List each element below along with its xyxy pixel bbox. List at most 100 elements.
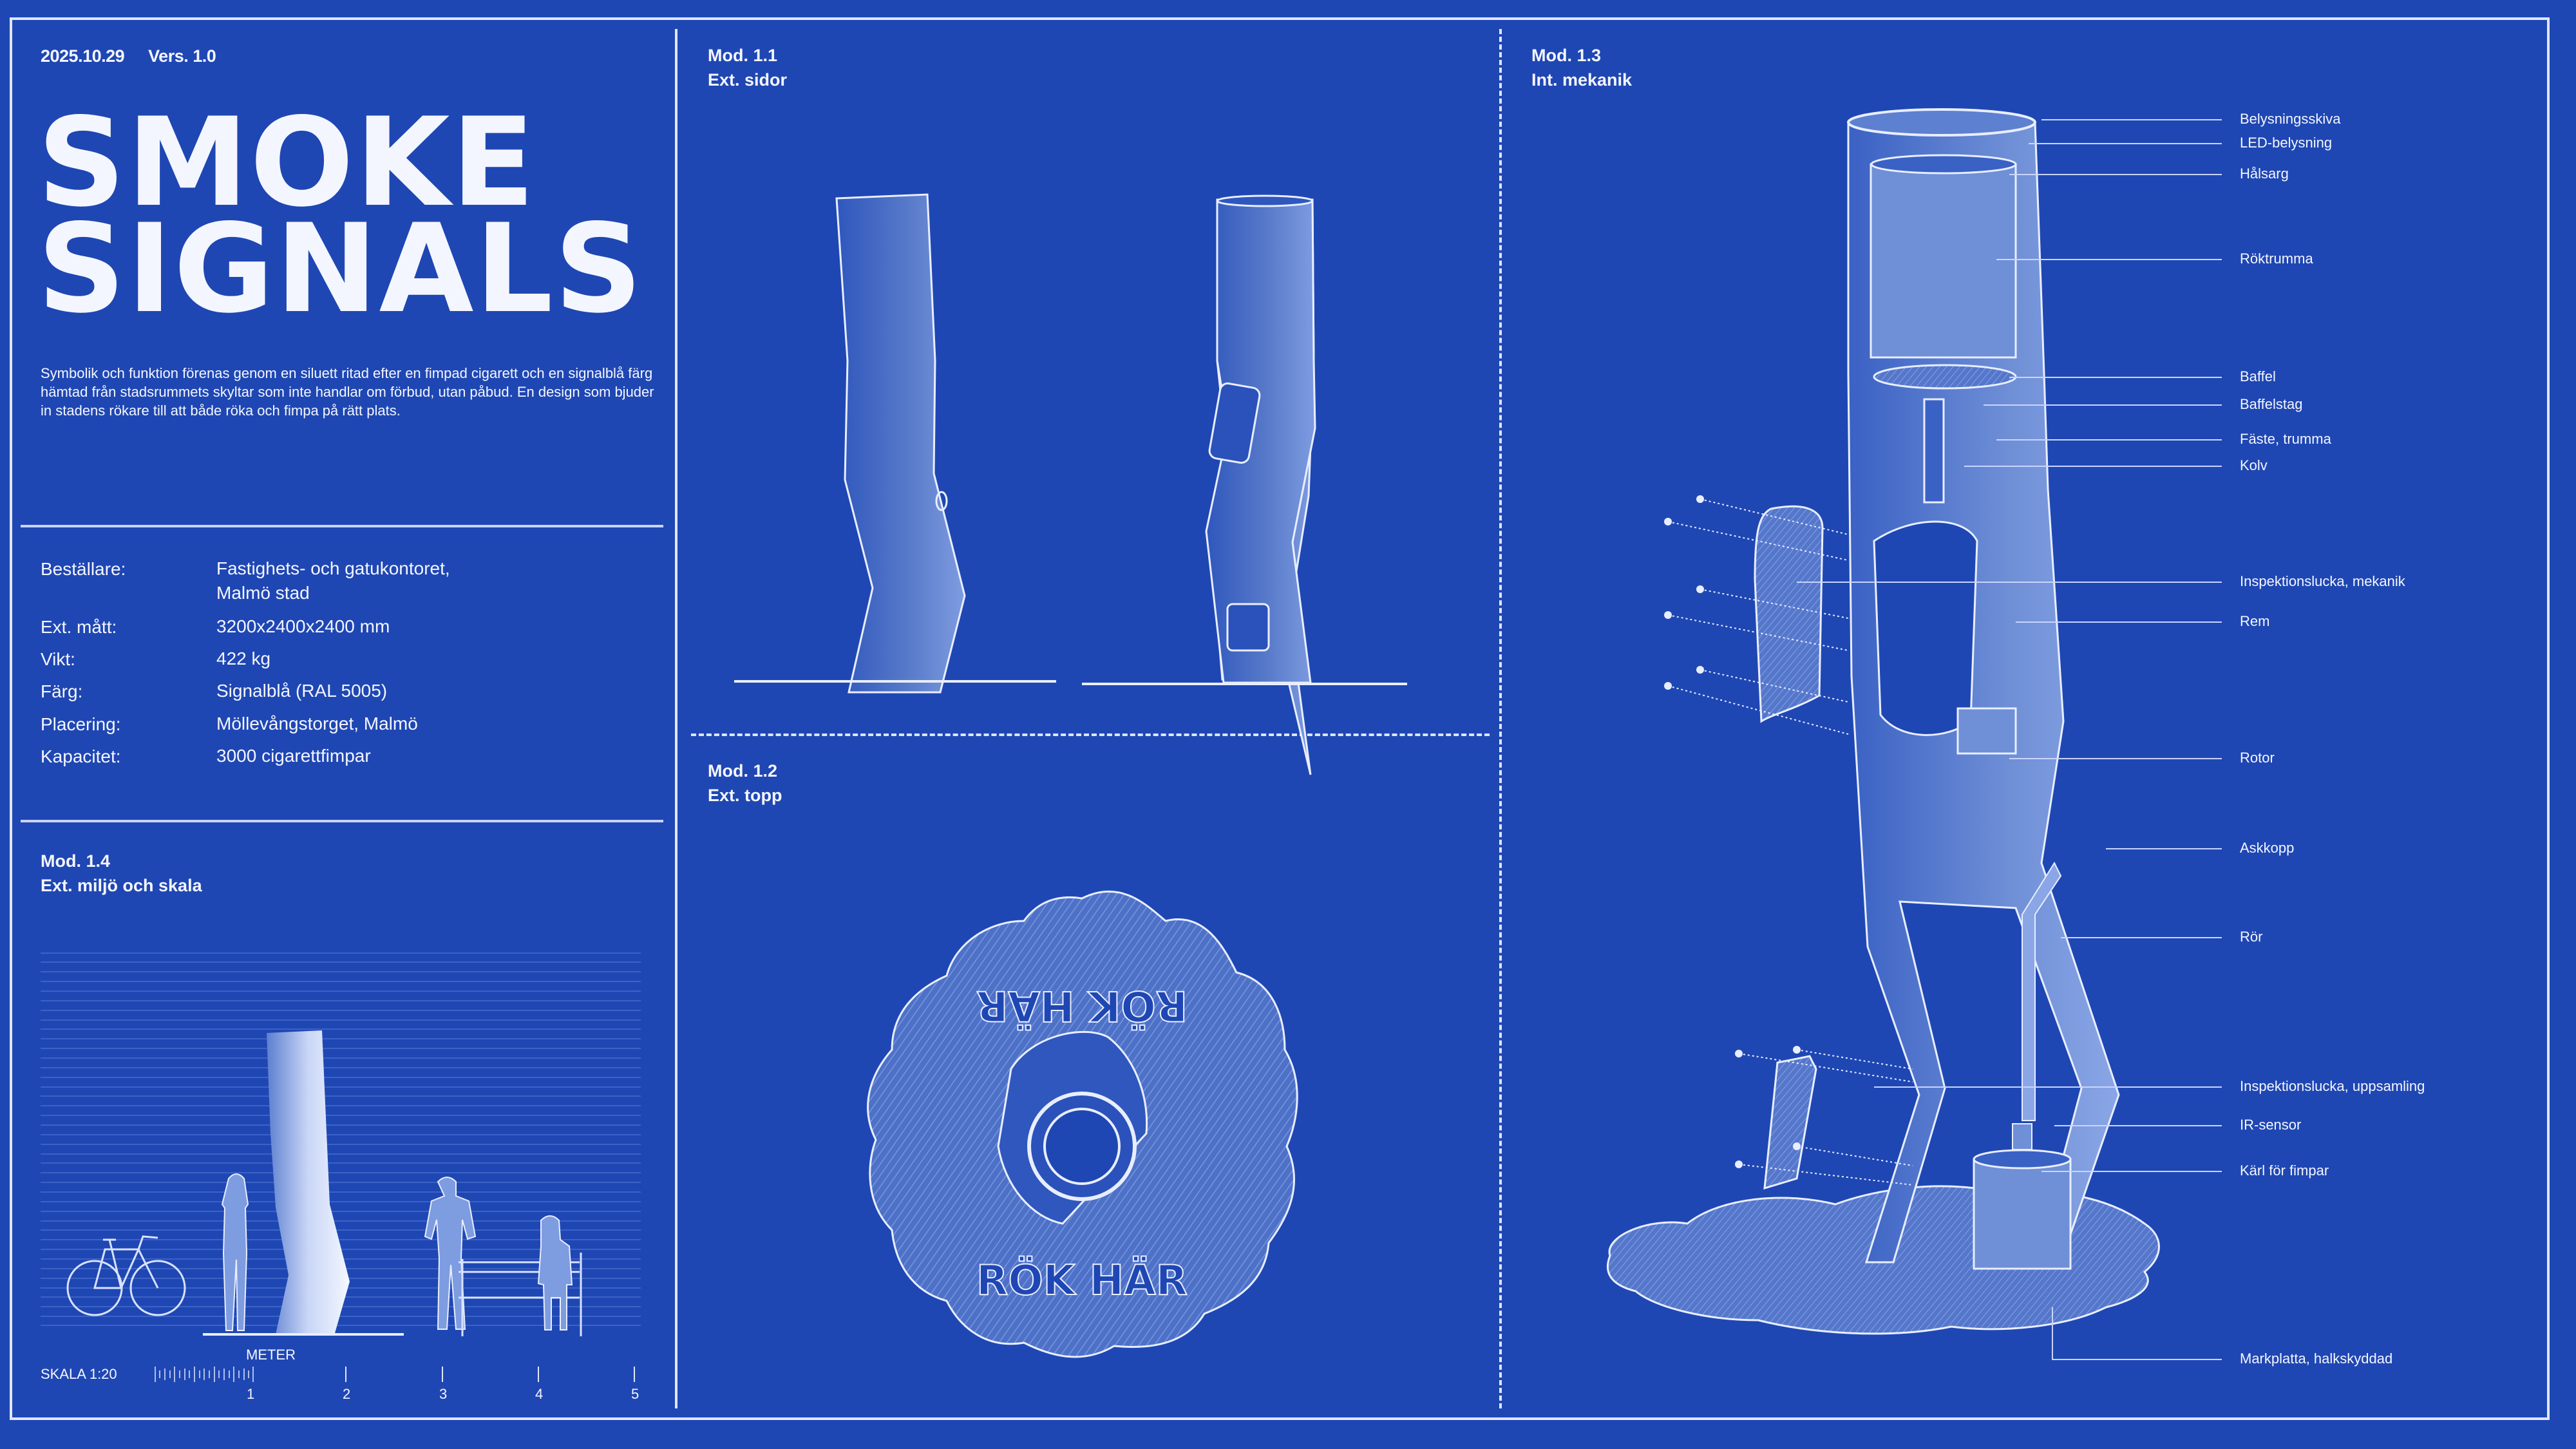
leader-inspektionslucka-mekanik bbox=[1797, 582, 2222, 583]
divider-intro-specs bbox=[21, 525, 663, 527]
spec-value: 3000 cigarettfimpar bbox=[216, 746, 371, 766]
leader-led-belysning bbox=[2029, 143, 2222, 144]
spec-label: Beställare: bbox=[41, 559, 126, 579]
smoke-drum bbox=[1870, 163, 2017, 359]
spec-label: Kapacitet: bbox=[41, 746, 121, 766]
callout-roktrumma: Röktrumma bbox=[2240, 251, 2313, 267]
baffle bbox=[1873, 364, 2017, 390]
rotor bbox=[1956, 707, 2017, 755]
leader-baffelstag bbox=[1984, 404, 2222, 406]
scale-tick-label-2: 2 bbox=[343, 1386, 351, 1402]
leader-markplatta-vertical bbox=[2052, 1307, 2053, 1359]
callout-inspektionslucka-mekanik: Inspektionslucka, mekanik bbox=[2240, 573, 2405, 589]
callout-ir-sensor: IR-sensor bbox=[2240, 1117, 2302, 1133]
leader-rem bbox=[2016, 621, 2222, 623]
column-divider-right bbox=[1499, 29, 1502, 1408]
scale-label: SKALA 1:20 bbox=[41, 1366, 117, 1382]
spec-value: 422 kg bbox=[216, 649, 271, 668]
date-label: 2025.10.29 bbox=[41, 46, 125, 66]
leader-inspektionslucka-uppsamling bbox=[1874, 1086, 2222, 1088]
spec-value-line2: Malmö stad bbox=[216, 583, 310, 603]
scale-unit-label: METER bbox=[246, 1347, 296, 1363]
leader-askkopp bbox=[2106, 848, 2222, 849]
spec-value-line1: Fastighets- och gatukontoret, bbox=[216, 558, 450, 578]
mod12-id: Mod. 1.2 bbox=[708, 761, 778, 781]
leader-ir-sensor bbox=[2054, 1125, 2222, 1126]
mod14-name: Ext. miljö och skala bbox=[41, 876, 202, 895]
mod14-header: Mod. 1.4 Ext. miljö och skala bbox=[41, 849, 202, 898]
leader-rotor bbox=[2009, 758, 2222, 759]
callout-baffel: Baffel bbox=[2240, 368, 2276, 384]
scale-tick-2 bbox=[345, 1367, 346, 1382]
callout-belysningsskiva: Belysningsskiva bbox=[2240, 111, 2341, 127]
scale-bar-minor-ticks bbox=[155, 1367, 254, 1382]
leader-ror bbox=[2061, 937, 2222, 938]
callout-askkopp: Askkopp bbox=[2240, 840, 2295, 856]
title-line-2: SIGNALS bbox=[37, 198, 644, 340]
piston bbox=[1923, 398, 1945, 504]
callout-markplatta: Markplatta, halkskyddad bbox=[2240, 1350, 2393, 1367]
top-view-drawing: RÖK HÄR RÖK HÄR bbox=[867, 890, 1298, 1358]
scale-tick-label-1: 1 bbox=[247, 1386, 255, 1402]
spec-value: 3200x2400x2400 mm bbox=[216, 616, 390, 636]
cigarette-column-silhouette bbox=[267, 1030, 350, 1334]
project-description: Symbolik och funktion förenas genom en s… bbox=[41, 365, 654, 419]
butt-container bbox=[1973, 1158, 2072, 1270]
mod12-name: Ext. topp bbox=[708, 786, 782, 805]
inspection-hatch-lower bbox=[1226, 603, 1270, 652]
internal-mechanics-drawing bbox=[1606, 108, 2160, 1335]
column-top-inner-ring bbox=[1043, 1108, 1121, 1185]
callout-led-belysning: LED-belysning bbox=[2240, 135, 2333, 151]
title-line-1: SMOKE bbox=[37, 91, 536, 234]
spec-label: Placering: bbox=[41, 714, 121, 734]
column-body bbox=[1847, 121, 2120, 1264]
sheet-frame bbox=[10, 17, 2550, 1420]
side-views-drawing bbox=[734, 193, 1407, 775]
scale-tick-label-4: 4 bbox=[535, 1386, 544, 1402]
mod12-header: Mod. 1.2 Ext. topp bbox=[708, 759, 782, 808]
callout-faste-trumma: Fäste, trumma bbox=[2240, 431, 2331, 447]
divider-mod11-mod12 bbox=[691, 734, 1490, 736]
leader-halsarg bbox=[2009, 174, 2222, 175]
callout-baffelstag: Baffelstag bbox=[2240, 396, 2303, 412]
page-title: SMOKE SIGNALS bbox=[37, 91, 644, 340]
engraving-bottom: RÖK HÄR bbox=[976, 1256, 1188, 1305]
scale-tick-4 bbox=[538, 1367, 539, 1382]
spec-value: Möllevångstorget, Malmö bbox=[216, 714, 418, 734]
callout-inspektionslucka-uppsamling: Inspektionslucka, uppsamling bbox=[2240, 1078, 2425, 1094]
mod11-header: Mod. 1.1 Ext. sidor bbox=[708, 43, 787, 92]
ir-sensor bbox=[2012, 1123, 2032, 1150]
leader-faste-trumma bbox=[1996, 439, 2222, 440]
version-label: Vers. 1.0 bbox=[148, 46, 216, 66]
column-divider-left bbox=[675, 29, 677, 1408]
engraving-top: RÖK HÄR bbox=[976, 981, 1188, 1030]
mod11-name: Ext. sidor bbox=[708, 70, 788, 90]
mod13-id: Mod. 1.3 bbox=[1531, 46, 1602, 65]
side-view-left bbox=[835, 193, 966, 694]
scale-tick-label-3: 3 bbox=[439, 1386, 448, 1402]
leader-belysningsskiva bbox=[2041, 119, 2222, 120]
callout-ror: Rör bbox=[2240, 929, 2263, 945]
mod13-name: Int. mekanik bbox=[1531, 70, 1633, 90]
leader-baffel bbox=[2009, 377, 2222, 378]
tube bbox=[2022, 861, 2062, 1121]
leader-markplatta bbox=[2052, 1359, 2222, 1360]
mod11-id: Mod. 1.1 bbox=[708, 46, 778, 65]
inspection-hatch-collection bbox=[1763, 1055, 1817, 1190]
scale-environment-drawing bbox=[41, 952, 641, 1336]
person-standing-woman bbox=[221, 1173, 249, 1331]
divider-specs-mod14 bbox=[21, 820, 663, 822]
inspection-hatch-upper bbox=[1208, 382, 1261, 464]
spec-label: Vikt: bbox=[41, 649, 75, 669]
bicycle-figure bbox=[66, 1235, 186, 1316]
callout-kolv: Kolv bbox=[2240, 457, 2268, 473]
scale-tick-label-5: 5 bbox=[631, 1386, 639, 1402]
spec-value: Signalblå (RAL 5005) bbox=[216, 681, 388, 701]
person-sitting bbox=[537, 1215, 573, 1331]
leader-roktrumma bbox=[1996, 259, 2222, 260]
inspection-opening bbox=[1873, 520, 1978, 736]
leader-karl-for-fimpar bbox=[2041, 1171, 2222, 1172]
mod14-id: Mod. 1.4 bbox=[41, 851, 111, 871]
header-meta: 2025.10.29 Vers. 1.0 bbox=[41, 46, 216, 66]
callout-rotor: Rotor bbox=[2240, 750, 2275, 766]
